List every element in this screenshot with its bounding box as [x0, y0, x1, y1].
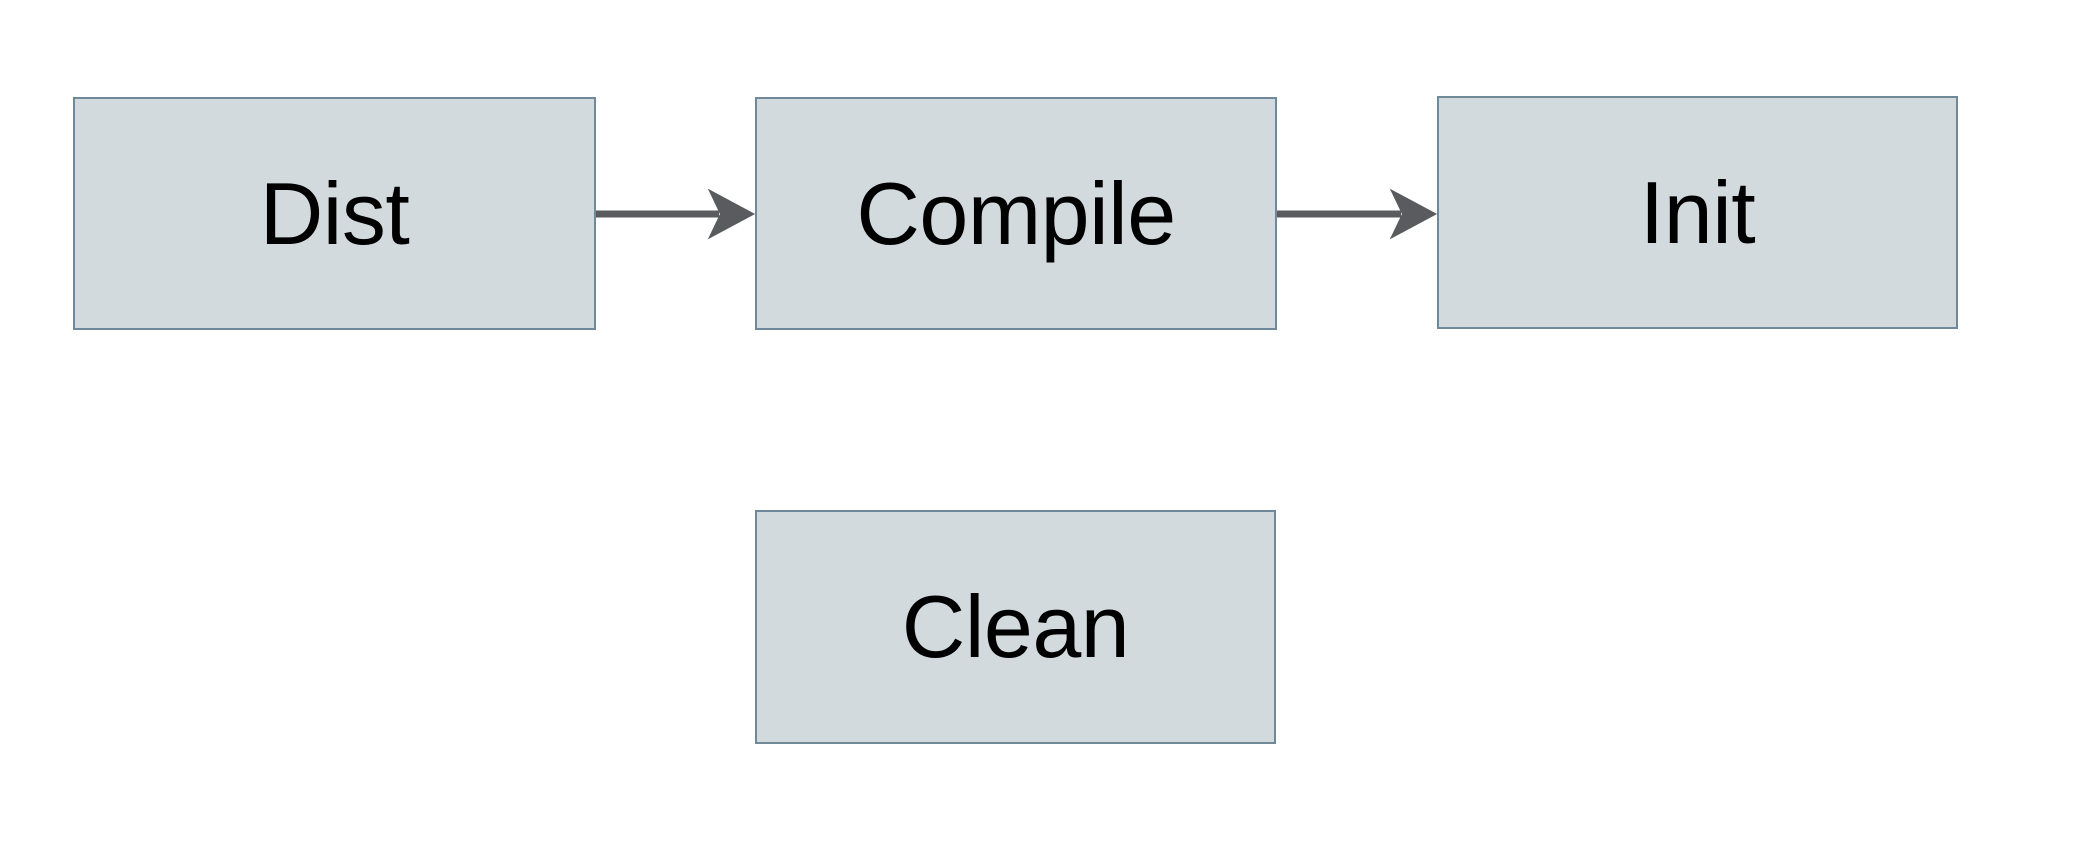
node-compile-label: Compile: [856, 163, 1176, 263]
node-clean-label: Clean: [901, 577, 1130, 676]
node-compile[interactable]: Compile: [755, 97, 1277, 330]
node-init[interactable]: Init: [1437, 96, 1958, 329]
node-init-label: Init: [1639, 162, 1756, 262]
node-dist-label: Dist: [259, 163, 410, 263]
edge-compile-to-init[interactable]: [1277, 188, 1438, 240]
edge-dist-to-compile[interactable]: [596, 188, 756, 240]
node-clean[interactable]: Clean: [755, 510, 1276, 744]
arrowhead-icon: [1389, 188, 1438, 240]
arrowhead-icon: [707, 188, 756, 240]
node-dist[interactable]: Dist: [73, 97, 596, 330]
